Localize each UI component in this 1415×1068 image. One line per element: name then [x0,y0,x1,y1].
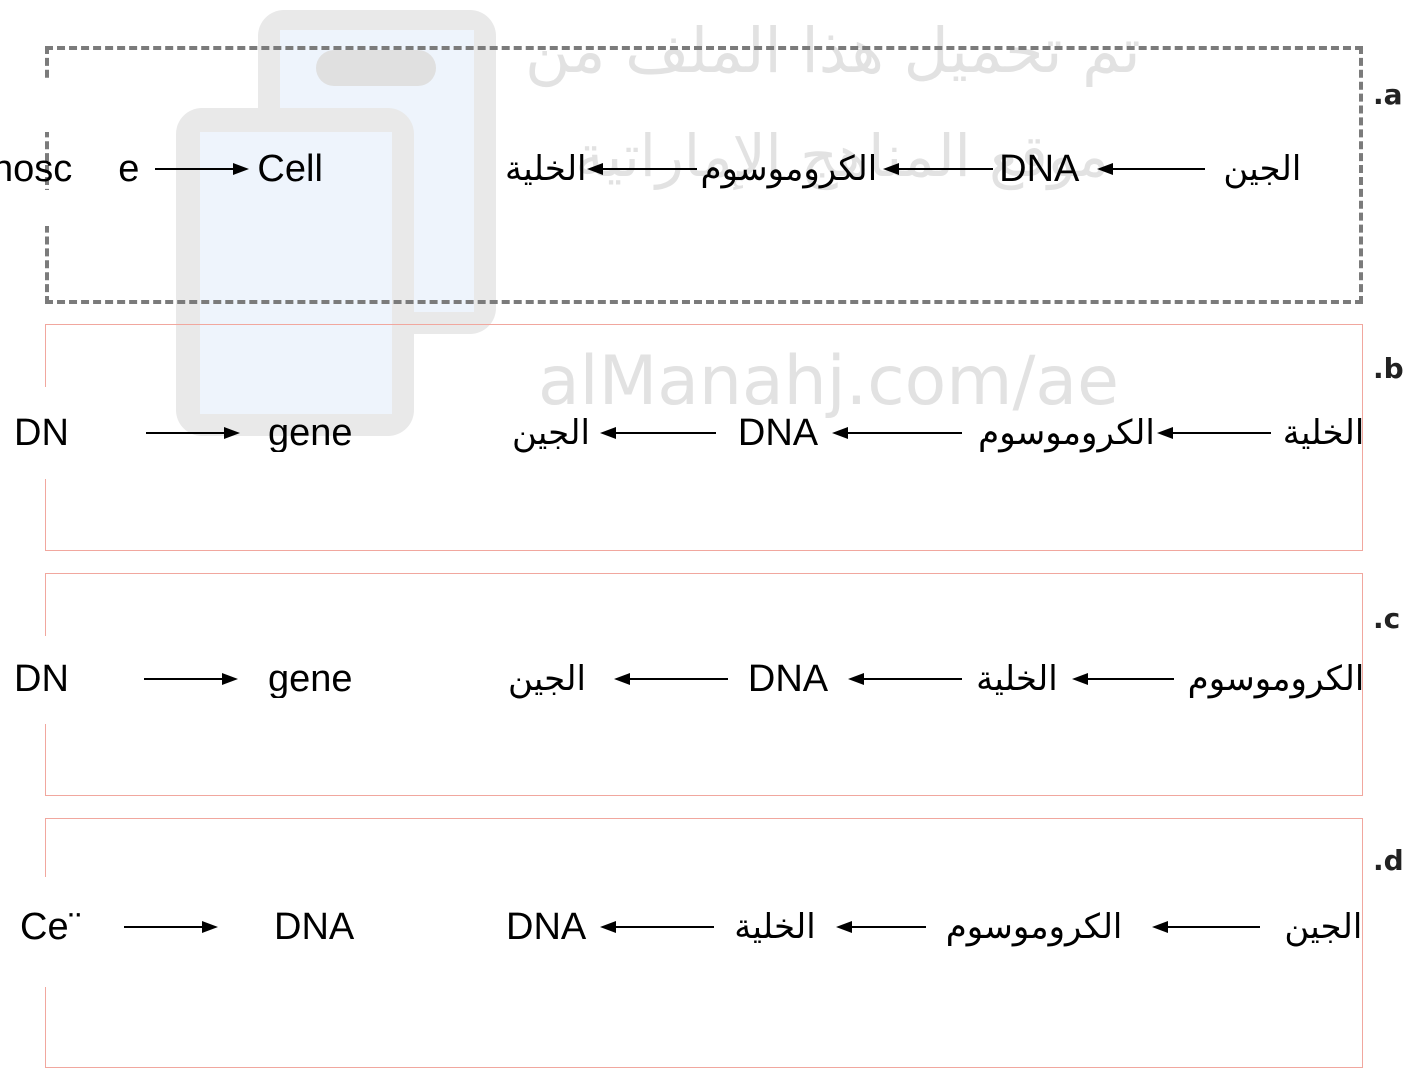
option-a-eng-item-1: nosc [0,150,73,188]
option-a-item-1: الجين [1223,149,1302,189]
option-a-arabic-chain: الخلية الكروموسوم DNA الجين [505,150,1301,188]
arrow-right-icon [146,425,240,441]
arrow-left-icon [1156,425,1271,441]
option-c-eng-item-2: gene [268,660,353,698]
arrow-right-icon [124,919,218,935]
option-d-label: .d [1373,844,1404,877]
option-c-box[interactable] [40,573,1363,796]
option-b-eng-item-2: gene [268,414,353,452]
option-c-english-chain: DN gene [14,660,364,698]
option-d-item-3: الخلية [734,907,816,947]
option-c-arabic-chain: الجين DNA الخلية الكروموسوم [508,660,1364,698]
option-d-english-chain: Ce¨ DNA [20,908,370,946]
option-b-arabic-chain: الجين DNA الكروموسوم الخلية [512,414,1364,452]
option-a-item-3: الكروموسوم [700,149,878,189]
arrow-left-icon [832,425,963,441]
option-a-box[interactable] [43,46,1363,304]
arrow-left-icon [848,671,963,687]
option-c-label: .c [1373,602,1401,635]
arrow-left-icon [1097,161,1206,177]
option-b-label: .b [1373,352,1404,385]
option-c-item-4: الجين [508,659,586,699]
option-c-item-1: الكروموسوم [1187,659,1365,699]
option-d-arabic-chain: DNA الخلية الكروموسوم الجين [506,908,1362,946]
arrow-left-icon [1071,671,1174,687]
watermark-line-1: تم تحميل هذا الملف من [525,14,1141,87]
arrow-right-icon [144,671,238,687]
arrow-left-icon [600,919,715,935]
option-c-item-2: الخلية [976,659,1058,699]
watermark-line-2: موقع المناهج الإماراتية [575,122,1109,190]
option-a-english-chain: nosc e Cell [0,150,340,188]
arrow-left-icon [586,161,697,177]
option-c-item-3: DNA [747,658,829,700]
option-b-item-3: DNA [737,412,819,454]
option-a-item-2: DNA [999,148,1080,190]
option-b-item-4: الجين [512,413,590,453]
arrow-right-icon [155,161,250,177]
option-d-item-2: الكروموسوم [945,907,1123,947]
option-d-eng-item-2: DNA [274,908,355,946]
option-a-item-4: الخلية [505,149,587,189]
option-b-english-chain: DN gene [14,414,364,452]
option-d-item-4: DNA [506,906,587,948]
option-a-eng-item-3: Cell [257,150,323,188]
arrow-left-icon [613,671,728,687]
option-a-label: .a [1373,78,1403,111]
arrow-left-icon [835,919,926,935]
option-d-item-1: الجين [1284,907,1363,947]
arrow-left-icon [1152,919,1261,935]
watermark-url: alManahj.com/ae [538,342,1119,421]
option-b-eng-item-1: DN [14,414,69,452]
option-a-eng-item-2: e [118,150,140,188]
option-d-eng-item-1: Ce¨ [20,908,82,946]
option-b-item-2: الكروموسوم [978,413,1155,453]
option-b-item-1: الخلية [1282,413,1365,453]
option-c-eng-item-1: DN [14,660,69,698]
arrow-left-icon [599,425,716,441]
option-b-box[interactable] [40,324,1363,551]
arrow-left-icon [883,161,994,177]
watermark-phone-icon-front [176,108,414,436]
